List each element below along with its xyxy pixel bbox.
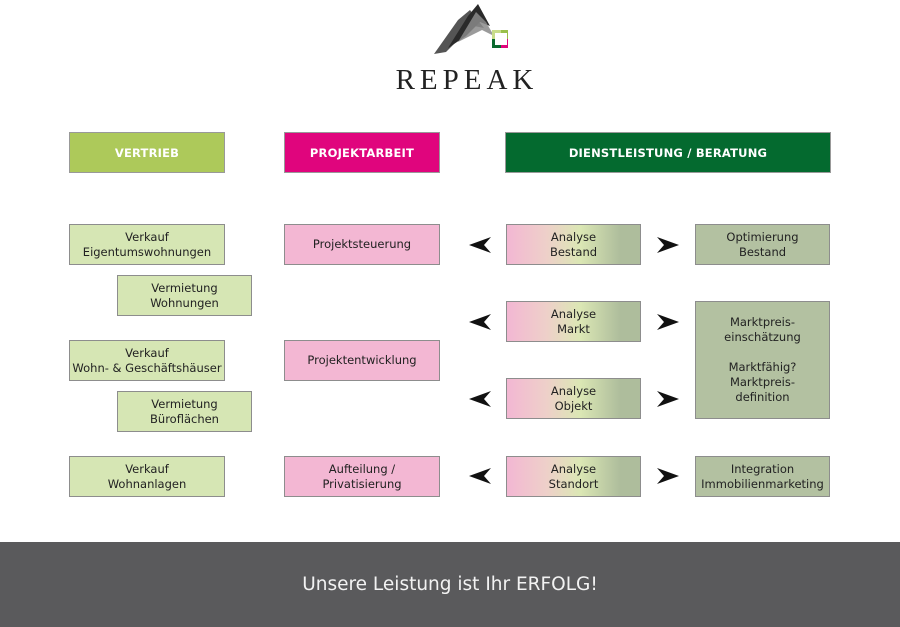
vertrieb-box: Verkauf Eigentumswohnungen bbox=[69, 224, 225, 265]
arrow-right-icon bbox=[657, 237, 679, 253]
arrow-right-icon bbox=[657, 391, 679, 407]
arrow-left-icon bbox=[469, 391, 491, 407]
projektarbeit-box: Projektsteuerung bbox=[284, 224, 440, 265]
analyse-box: Analyse Bestand bbox=[506, 224, 641, 265]
projektarbeit-box: Aufteilung / Privatisierung bbox=[284, 456, 440, 497]
ergebnis-box: Marktpreis- einschätzung Marktfähig? Mar… bbox=[695, 301, 830, 419]
header-projektarbeit: PROJEKTARBEIT bbox=[284, 132, 440, 173]
footer-banner: Unsere Leistung ist Ihr ERFOLG! bbox=[0, 542, 900, 627]
mountain-square-logo-icon bbox=[434, 4, 508, 54]
header-vertrieb: VERTRIEB bbox=[69, 132, 225, 173]
analyse-box: Analyse Standort bbox=[506, 456, 641, 497]
ergebnis-box: Optimierung Bestand bbox=[695, 224, 830, 265]
arrow-left-icon bbox=[469, 314, 491, 330]
analyse-box: Analyse Markt bbox=[506, 301, 641, 342]
ergebnis-box: Integration Immobilienmarketing bbox=[695, 456, 830, 497]
vertrieb-box: Vermietung Büroflächen bbox=[117, 391, 252, 432]
vertrieb-box: Verkauf Wohn- & Geschäftshäuser bbox=[69, 340, 225, 381]
arrow-right-icon bbox=[657, 468, 679, 484]
projektarbeit-box: Projektentwicklung bbox=[284, 340, 440, 381]
vertrieb-box: Vermietung Wohnungen bbox=[117, 275, 252, 316]
arrow-right-icon bbox=[657, 314, 679, 330]
vertrieb-box: Verkauf Wohnanlagen bbox=[69, 456, 225, 497]
logo-wordmark: REPEAK bbox=[395, 64, 539, 96]
footer-slogan: Unsere Leistung ist Ihr ERFOLG! bbox=[302, 574, 598, 595]
analyse-box: Analyse Objekt bbox=[506, 378, 641, 419]
repeak-logo: REPEAK bbox=[392, 2, 542, 96]
header-dienstleistung: DIENSTLEISTUNG / BERATUNG bbox=[505, 132, 831, 173]
arrow-left-icon bbox=[469, 468, 491, 484]
arrow-left-icon bbox=[469, 237, 491, 253]
